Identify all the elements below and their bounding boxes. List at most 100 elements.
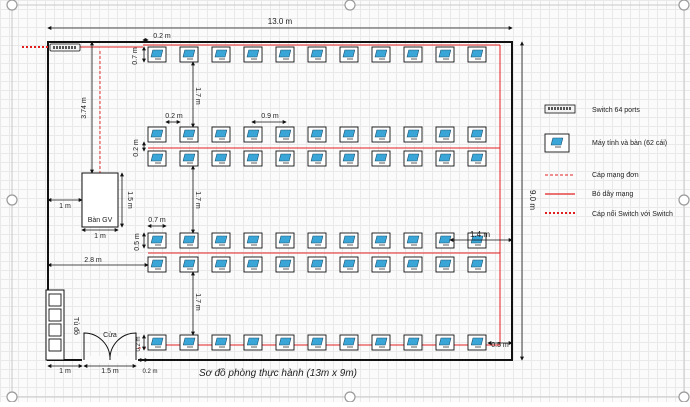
computer-desk[interactable] — [243, 150, 263, 167]
monitor-icon — [374, 153, 388, 164]
computer-desk[interactable] — [147, 150, 167, 167]
computer-desk[interactable] — [435, 256, 455, 273]
computer-desk[interactable] — [371, 46, 391, 63]
monitor-icon — [182, 49, 196, 60]
dimension-label-bottom-gap: 0.2 m — [136, 336, 142, 351]
monitor-icon — [246, 235, 260, 246]
computer-desk[interactable] — [467, 150, 487, 167]
computer-desk[interactable] — [307, 126, 327, 143]
monitor-icon — [438, 235, 452, 246]
computer-desk[interactable] — [243, 232, 263, 249]
computer-desk[interactable] — [435, 126, 455, 143]
computer-desk[interactable] — [403, 150, 423, 167]
computer-desk[interactable] — [403, 256, 423, 273]
computer-desk[interactable] — [179, 256, 199, 273]
computer-desk[interactable] — [179, 232, 199, 249]
computer-desk[interactable] — [243, 256, 263, 273]
computer-desk[interactable] — [147, 232, 167, 249]
selection-handles[interactable] — [6, 0, 690, 403]
computer-desk[interactable] — [307, 232, 327, 249]
monitor-icon — [342, 153, 356, 164]
monitor-icon — [310, 235, 324, 246]
computer-desk[interactable] — [339, 150, 359, 167]
computer-desk[interactable] — [211, 150, 231, 167]
computer-desk[interactable] — [339, 256, 359, 273]
computer-desk[interactable] — [371, 232, 391, 249]
computer-desk[interactable] — [211, 46, 231, 63]
computer-desk[interactable] — [339, 46, 359, 63]
computer-desk[interactable] — [371, 256, 391, 273]
computer-desk[interactable] — [403, 46, 423, 63]
computer-desk[interactable] — [339, 126, 359, 143]
legend: Switch 64 ports Máy tính và bàn (62 cái)… — [544, 104, 673, 218]
computer-desk[interactable] — [275, 46, 295, 63]
computer-desk[interactable] — [147, 126, 167, 143]
computer-desk[interactable] — [179, 334, 199, 351]
computer-desk[interactable] — [275, 232, 295, 249]
monitor-icon — [406, 129, 420, 140]
computer-desk[interactable] — [243, 334, 263, 351]
legend-single-cable-label: Cáp mạng đơn — [592, 172, 639, 179]
computer-desk[interactable] — [275, 150, 295, 167]
dimension-label-width-label: 13.0 m — [268, 17, 293, 26]
monitor-icon — [406, 337, 420, 348]
computer-desk[interactable] — [211, 232, 231, 249]
monitor-icon — [310, 337, 324, 348]
computer-desk[interactable] — [147, 256, 167, 273]
monitor-icon — [470, 337, 484, 348]
monitor-icon — [246, 153, 260, 164]
legend-cable-bundle-label: Bó dây mạng — [592, 191, 633, 198]
dimension-label-height-label: 9.0 m — [528, 190, 537, 210]
computer-desk[interactable] — [211, 256, 231, 273]
dimension-label-row-gap-3: 1.7 m — [194, 293, 201, 311]
dimension-label-desk-depth: 0.7 m — [132, 47, 139, 65]
diagram-caption: Sơ đồ phòng thực hành (13m x 9m) — [199, 367, 357, 379]
computer-desk[interactable] — [339, 232, 359, 249]
computer-desk[interactable] — [211, 126, 231, 143]
computer-desk[interactable] — [467, 46, 487, 63]
monitor-icon — [278, 153, 292, 164]
computer-desk[interactable] — [179, 126, 199, 143]
computer-desk[interactable] — [275, 334, 295, 351]
dimension-label-pair-gap: 0.2 m — [133, 139, 140, 157]
computer-desk[interactable] — [211, 334, 231, 351]
computer-desk[interactable] — [307, 334, 327, 351]
computer-desk[interactable] — [179, 46, 199, 63]
computer-desk[interactable] — [467, 334, 487, 351]
legend-computer-label: Máy tính và bàn (62 cái) — [592, 140, 667, 147]
door[interactable]: Cửa — [82, 331, 138, 363]
computer-desk[interactable] — [435, 150, 455, 167]
computer-desk[interactable] — [435, 46, 455, 63]
main-switch[interactable] — [49, 43, 81, 52]
computer-desk[interactable] — [435, 232, 455, 249]
dimension-label-desk-width: 0.7 m — [148, 217, 166, 224]
computer-desk[interactable] — [275, 126, 295, 143]
monitor-icon — [182, 235, 196, 246]
legend-cable-bundle: Bó dây mạng — [545, 191, 633, 198]
computer-desk[interactable] — [147, 46, 167, 63]
dimension-label-teacher-top: 3.74 m — [81, 97, 88, 119]
computer-desk[interactable] — [371, 334, 391, 351]
computer-desk[interactable] — [243, 126, 263, 143]
computer-desk[interactable] — [403, 232, 423, 249]
computer-desk[interactable] — [307, 256, 327, 273]
computer-desk[interactable] — [307, 150, 327, 167]
computer-desk[interactable] — [179, 150, 199, 167]
cabinet[interactable]: Tủ đồ — [45, 289, 81, 361]
computer-desk[interactable] — [403, 334, 423, 351]
computer-desk[interactable] — [307, 46, 327, 63]
monitor-icon — [246, 337, 260, 348]
computer-desk[interactable] — [339, 334, 359, 351]
computer-desk[interactable] — [467, 256, 487, 273]
monitor-icon — [310, 49, 324, 60]
computer-desk[interactable] — [435, 334, 455, 351]
monitor-icon — [150, 235, 164, 246]
computer-desk[interactable] — [467, 126, 487, 143]
computer-desk[interactable] — [275, 256, 295, 273]
computer-desk[interactable] — [147, 334, 167, 351]
computer-desk[interactable] — [403, 126, 423, 143]
teacher-desk[interactable]: Bàn GV — [81, 172, 119, 228]
computer-desk[interactable] — [371, 150, 391, 167]
computer-desk[interactable] — [371, 126, 391, 143]
computer-desk[interactable] — [243, 46, 263, 63]
